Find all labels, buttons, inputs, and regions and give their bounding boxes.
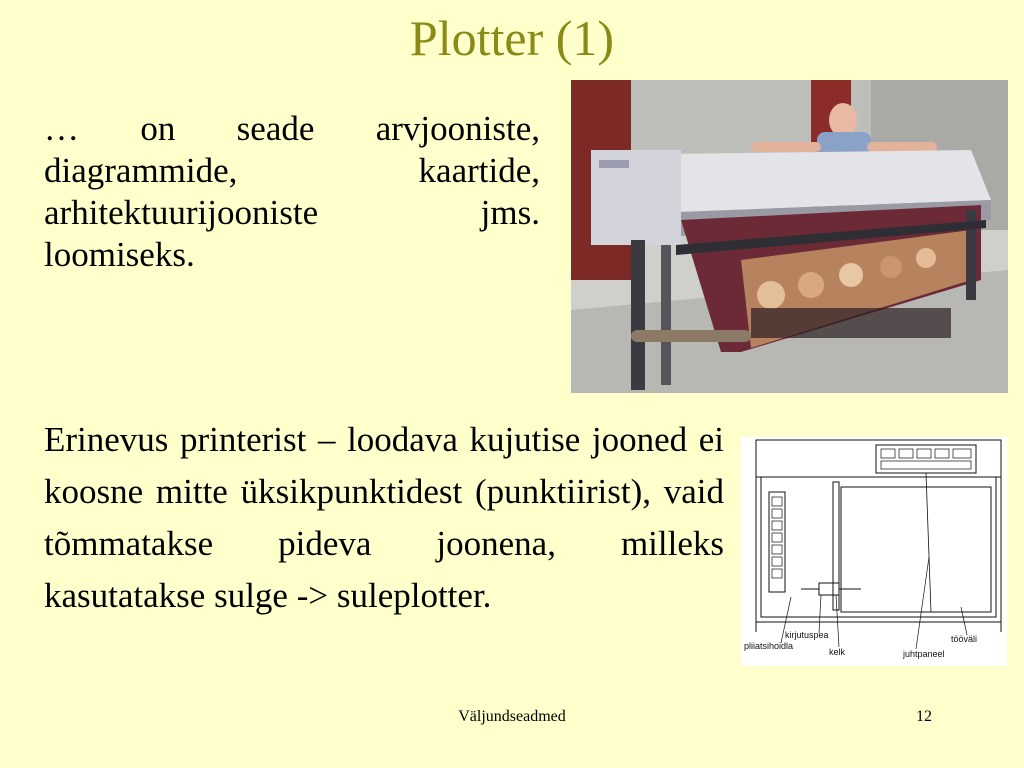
difference-paragraph: Erinevus printerist – loodava kujutise j…	[44, 420, 724, 615]
footer-text: Väljundseadmed	[458, 708, 566, 725]
plotter-diagram: kirjutuspea pliiatsihoidla kelk juhtpane…	[741, 437, 1007, 666]
page-number: 12	[916, 708, 932, 725]
label-kirjutuspea: kirjutuspea	[785, 630, 829, 640]
slide-title: Plotter (1)	[409, 10, 615, 66]
label-pliiatsihoidla: pliiatsihoidla	[744, 641, 793, 651]
label-toovali: tööväli	[951, 634, 977, 644]
label-juhtpaneel: juhtpaneel	[902, 649, 945, 659]
definition-paragraph: … on seade arvjooniste, diagrammide, kaa…	[44, 109, 540, 274]
plotter-photo	[571, 80, 1008, 393]
label-kelk: kelk	[829, 647, 846, 657]
